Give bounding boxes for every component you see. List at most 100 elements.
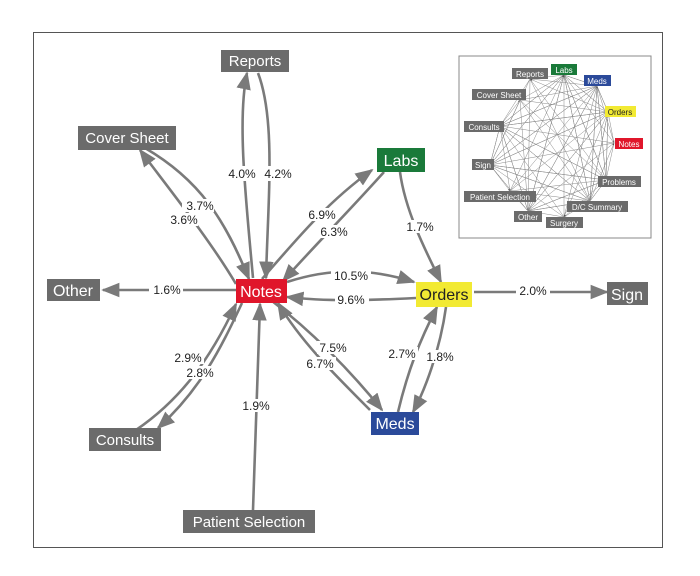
inset-edge [563,74,615,144]
node-consults: Consults [89,428,161,451]
edge-label-consults-notes: 2.9% [174,351,202,365]
inset-node-labs-label: Labs [555,66,572,75]
inset-edge [489,164,607,181]
inset-node-patient-selection: Patient Selection [464,191,536,202]
inset-node-sign: Sign [472,159,494,170]
inset-node-cover-sheet: Cover Sheet [472,89,526,100]
node-other: Other [47,279,100,301]
inset-edge [519,85,598,101]
node-sign-label: Sign [611,287,643,304]
node-notes: Notes [236,279,287,303]
inset-node-dc-summary-label: D/C Summary [572,203,622,212]
node-patient-selection: Patient Selection [183,510,315,533]
inset-node-patient-selection-label: Patient Selection [470,193,530,202]
edge-label-meds-notes: 6.7% [306,357,334,371]
node-meds: Meds [371,412,419,435]
inset-full-network: Reports Labs Meds Cover Sheet Orders Con… [458,55,652,239]
inset-edge [489,164,529,212]
inset-node-meds-label: Meds [587,77,607,86]
inset-node-notes: Notes [615,138,643,149]
node-consults-label: Consults [96,432,154,449]
edge-label-notes-other: 1.6% [153,283,181,297]
inset-edge [563,74,591,202]
node-labs-label: Labs [384,153,419,170]
edge-label-patsel-notes: 1.9% [242,399,270,413]
inset-node-notes-label: Notes [619,140,640,149]
inset-edge [527,111,609,212]
inset-edge [605,111,609,181]
edge-label-cover-notes: 3.6% [170,213,198,227]
edge-meds-to-notes [276,301,371,411]
diagram-frame [33,32,663,548]
inset-edge [519,74,565,101]
node-cover-sheet: Cover Sheet [78,126,176,150]
node-orders: Orders [416,282,472,307]
edge-label-labs-orders: 1.7% [406,220,434,234]
inset-node-orders-label: Orders [608,108,632,117]
inset-edge [499,125,591,202]
inset-node-surgery: Surgery [546,217,583,228]
inset-edge [589,111,609,202]
inset-edge [499,111,609,127]
inset-edge [529,78,607,181]
edge-reports-to-notes [256,72,274,280]
inset-edge [589,85,598,202]
inset-edge [596,85,607,181]
edge-label-orders-sign: 2.0% [519,284,547,298]
node-reports-label: Reports [229,53,282,70]
inset-edge [509,74,565,192]
inset-edge [527,78,531,212]
node-sign: Sign [607,282,648,305]
inset-edge [499,85,598,127]
node-reports: Reports [221,50,289,72]
inset-edge [519,99,591,202]
node-other-label: Other [53,283,94,300]
inset-edge [529,78,591,202]
edge-label-notes-cover: 3.7% [186,199,214,213]
inset-edge [499,74,565,127]
edge-label-orders-meds: 1.8% [426,350,454,364]
inset-node-other-label: Other [518,213,538,222]
inset-node-labs: Labs [551,64,577,75]
node-cover-sheet-label: Cover Sheet [85,130,169,147]
inset-edge [605,142,615,181]
inset-node-problems: Problems [598,176,641,187]
inset-edge [489,125,501,166]
node-meds-label: Meds [375,416,414,433]
inset-edge [527,74,565,212]
inset-edge [563,74,609,113]
inset-node-sign-label: Sign [475,161,491,170]
node-patient-selection-label: Patient Selection [193,514,306,531]
edge-label-notes-orders: 10.5% [334,269,368,283]
inset-edge [509,85,598,192]
inset-node-surgery-label: Surgery [550,219,578,228]
inset-edge [489,111,609,166]
edge-label-reports-notes: 4.2% [264,167,292,181]
inset-edge [527,179,607,212]
inset-node-problems-label: Problems [602,178,636,187]
edge-label-orders-notes: 9.6% [337,293,365,307]
inset-edge [527,142,615,212]
edge-notes-to-reports [236,71,255,279]
node-notes-label: Notes [240,284,282,301]
inset-edge [489,164,591,202]
inset-edge [499,125,565,218]
inset-edge [509,179,607,192]
node-orders-label: Orders [420,287,469,304]
edge-label-labs-notes: 6.3% [320,225,348,239]
inset-node-reports-label: Reports [516,70,544,79]
inset-node-dc-summary: D/C Summary [567,201,628,212]
edge-label-notes-reports: 4.0% [228,167,256,181]
edge-label-notes-labs: 6.9% [308,208,336,222]
edge-notes-to-labs [261,168,374,280]
edge-orders-to-meds [411,306,448,414]
inset-edge [589,142,615,202]
inset-edge [563,74,607,181]
node-labs: Labs [377,148,425,172]
inset-edge [519,99,607,181]
inset-edge [607,111,615,144]
inset-node-cover-sheet-label: Cover Sheet [477,91,522,100]
inset-edge [563,111,609,218]
inset-edge [489,74,565,166]
edge-label-meds-orders: 2.7% [388,347,416,361]
